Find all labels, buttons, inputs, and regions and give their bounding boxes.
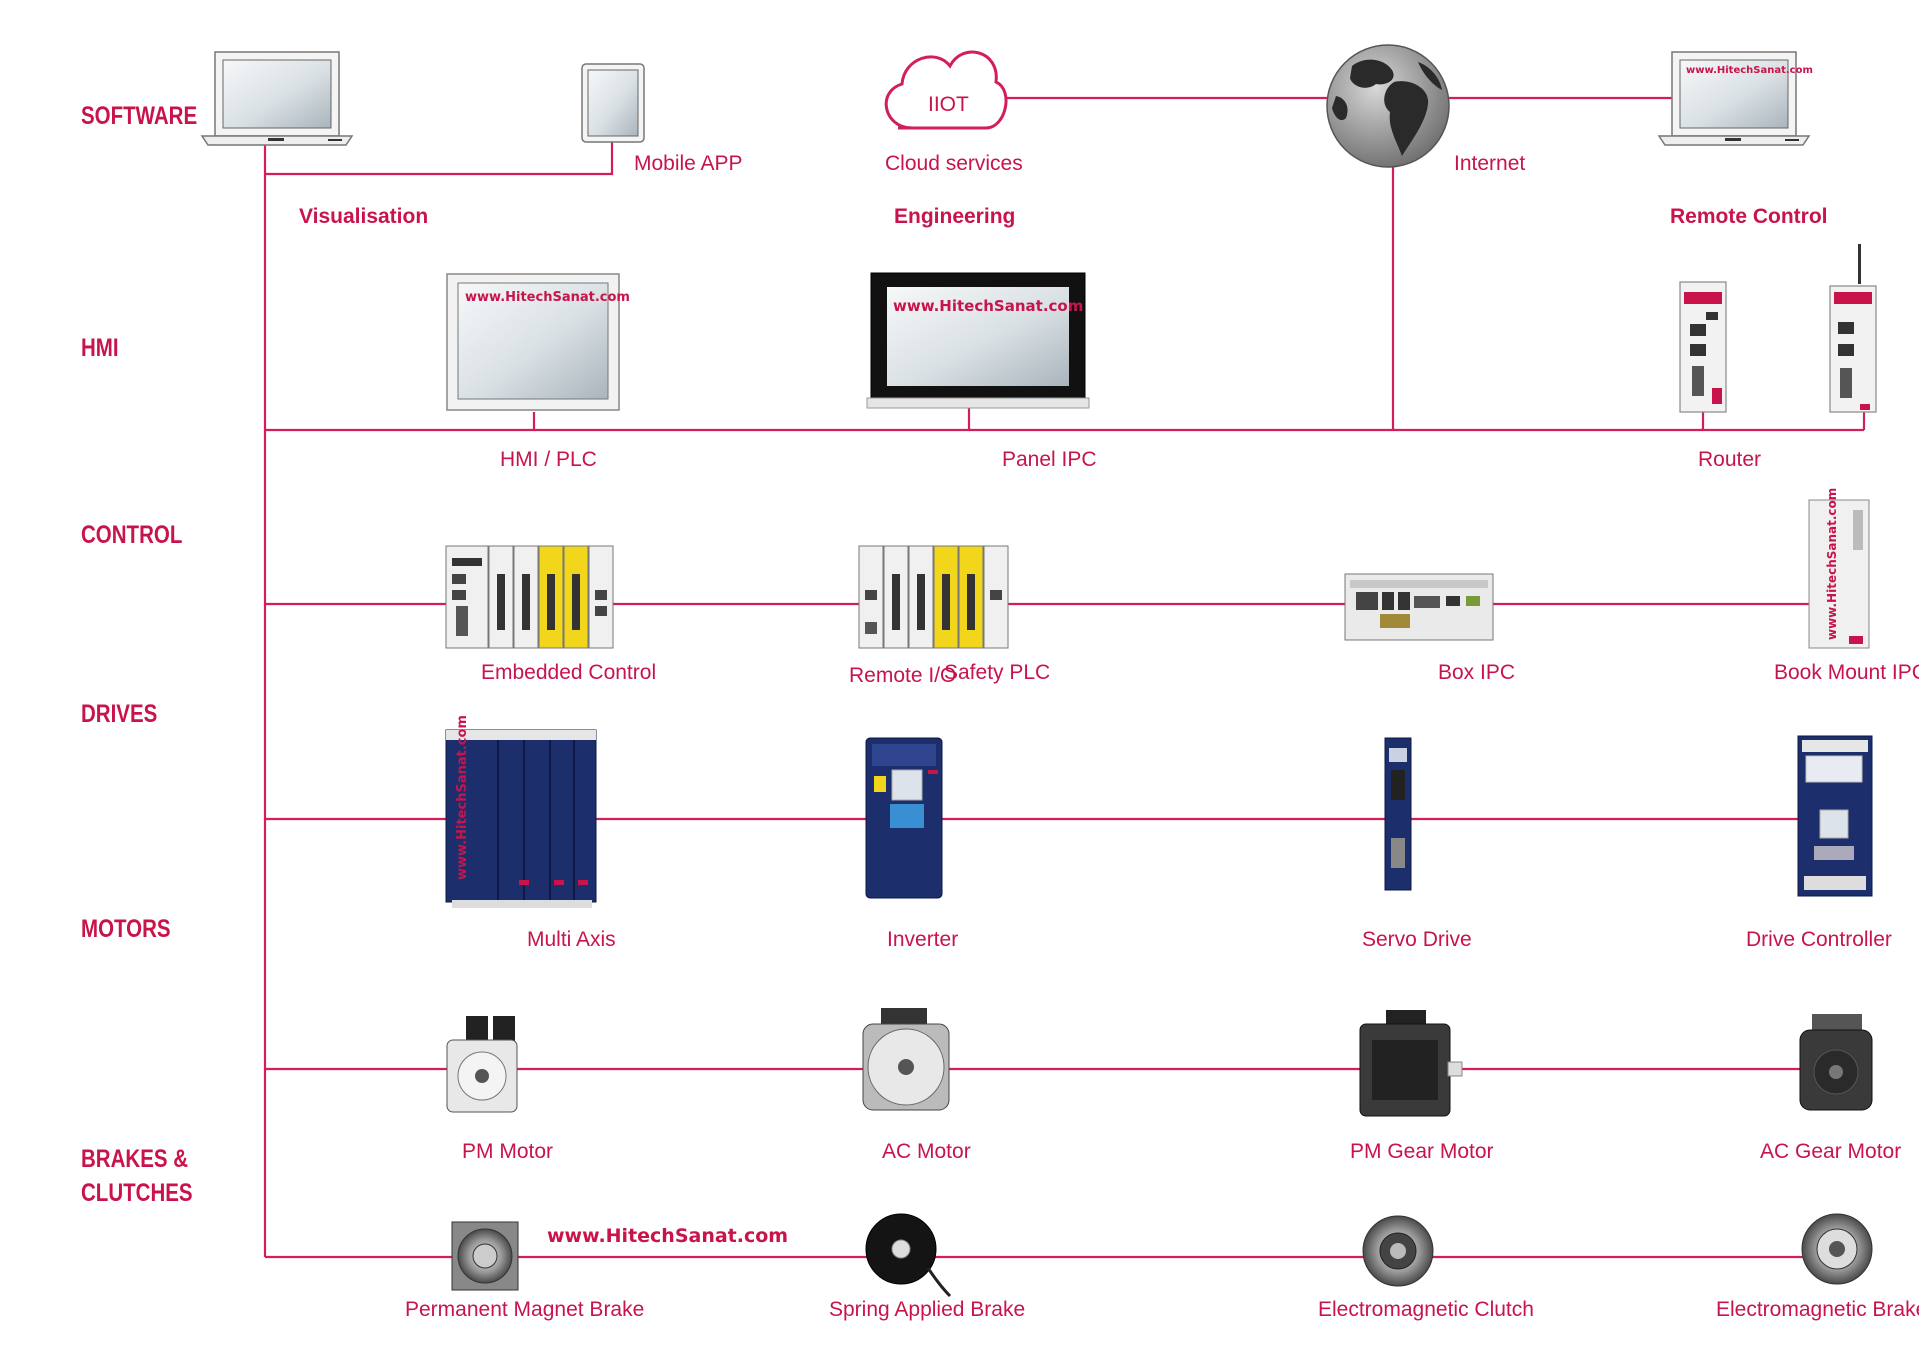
drive-controller-icon xyxy=(1797,735,1873,897)
watermark-book-ipc: www.HitechSanat.com xyxy=(1825,488,1839,640)
laptop-icon xyxy=(1657,51,1811,146)
label-ac-gear-motor: AC Gear Motor xyxy=(1760,1140,1901,1163)
cloud-iiot-text: IIOT xyxy=(928,93,969,116)
brake-icon xyxy=(865,1213,952,1298)
category-brakes-line1: BRAKES & xyxy=(81,1144,188,1172)
category-brakes-line2: CLUTCHES xyxy=(81,1178,193,1206)
label-panel-ipc: Panel IPC xyxy=(1002,448,1097,471)
group-visualisation: Visualisation xyxy=(299,205,428,228)
panel-ipc-icon xyxy=(866,272,1090,409)
router-icon xyxy=(1829,244,1877,413)
plc-module-icon xyxy=(445,545,614,649)
gear-motor-icon xyxy=(1359,1010,1463,1117)
gear-motor-icon xyxy=(1799,1014,1873,1111)
globe-icon xyxy=(1326,44,1450,168)
label-servo-drive: Servo Drive xyxy=(1362,928,1472,951)
brake-icon xyxy=(1801,1213,1873,1285)
label-pm-gear-motor: PM Gear Motor xyxy=(1350,1140,1494,1163)
laptop-icon xyxy=(200,51,354,146)
label-box-ipc: Box IPC xyxy=(1438,661,1515,684)
label-cloud-services: Cloud services xyxy=(885,152,1023,175)
label-book-mount-ipc: Book Mount IPC xyxy=(1774,661,1919,684)
brake-icon xyxy=(451,1221,519,1291)
box-ipc-icon xyxy=(1344,573,1494,641)
watermark-multi-axis: www.HitechSanat.com xyxy=(455,715,470,880)
clutch-icon xyxy=(1362,1215,1434,1287)
label-remote-io: Remote I/O xyxy=(849,664,956,687)
label-safety-plc: Safety PLC xyxy=(944,661,1050,684)
category-drives: DRIVES xyxy=(81,699,157,727)
label-hmi-plc: HMI / PLC xyxy=(500,448,597,471)
hmi-panel-icon xyxy=(446,273,620,411)
label-router: Router xyxy=(1698,448,1761,471)
servo-drive-icon xyxy=(1384,737,1412,891)
book-ipc-icon xyxy=(1808,499,1870,649)
category-control: CONTROL xyxy=(81,520,182,548)
group-remote-control: Remote Control xyxy=(1670,205,1828,228)
group-engineering: Engineering xyxy=(894,205,1015,228)
label-ac-motor: AC Motor xyxy=(882,1140,971,1163)
label-electromagnetic-brake: Electromagnetic Brake xyxy=(1716,1298,1919,1321)
label-drive-controller: Drive Controller xyxy=(1746,928,1892,951)
category-hmi: HMI xyxy=(81,333,119,361)
router-icon xyxy=(1679,281,1727,413)
category-software: SOFTWARE xyxy=(81,101,197,129)
watermark-hmi-panel: www.HitechSanat.com xyxy=(465,290,630,305)
watermark-laptop: www.HitechSanat.com xyxy=(1686,65,1813,76)
label-electromagnetic-clutch: Electromagnetic Clutch xyxy=(1318,1298,1534,1321)
watermark-main: www.HitechSanat.com xyxy=(547,1225,788,1247)
category-motors: MOTORS xyxy=(81,914,171,942)
inverter-icon xyxy=(865,737,943,899)
label-permanent-magnet-brake: Permanent Magnet Brake xyxy=(405,1298,644,1321)
label-mobile-app: Mobile APP xyxy=(634,152,743,175)
label-spring-applied-brake: Spring Applied Brake xyxy=(829,1298,1025,1321)
label-internet: Internet xyxy=(1454,152,1525,175)
tablet-icon xyxy=(581,63,645,143)
cloud-icon xyxy=(884,50,1008,130)
label-multi-axis: Multi Axis xyxy=(527,928,616,951)
ac-motor-icon xyxy=(862,1008,950,1111)
pm-motor-icon xyxy=(446,1016,518,1113)
label-inverter: Inverter xyxy=(887,928,958,951)
watermark-panel-ipc: www.HitechSanat.com xyxy=(893,297,1083,315)
multi-axis-drive-icon xyxy=(445,729,597,908)
label-pm-motor: PM Motor xyxy=(462,1140,553,1163)
plc-module-icon xyxy=(858,545,1009,649)
label-embedded-control: Embedded Control xyxy=(481,661,656,684)
